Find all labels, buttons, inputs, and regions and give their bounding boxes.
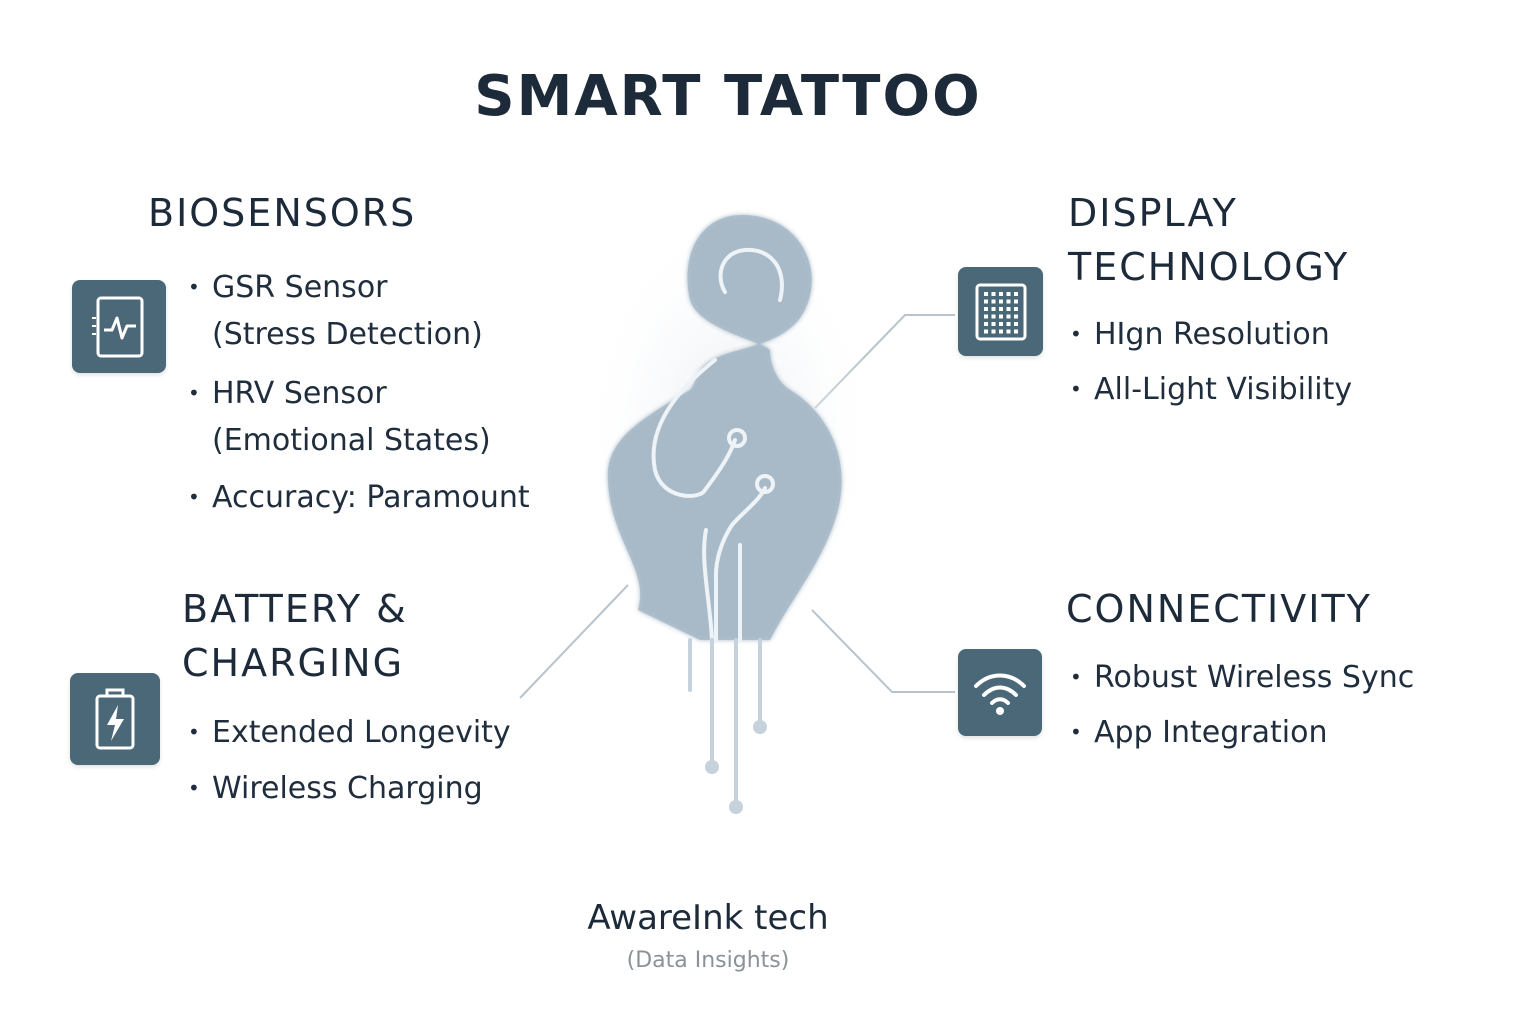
bullet-text: HIgn Resolution — [1094, 317, 1330, 352]
display-list: HIgn Resolution All-Light Visibility — [1070, 311, 1352, 413]
pixel-grid-display-icon — [958, 267, 1043, 356]
list-item: Extended Longevity — [188, 709, 511, 756]
list-item: All-Light Visibility — [1070, 366, 1352, 413]
list-item: Wireless Charging — [188, 765, 511, 812]
biosensors-list: GSR Sensor (Stress Detection) HRV Sensor… — [188, 264, 530, 521]
bullet-text: All-Light Visibility — [1094, 372, 1353, 407]
page-title: SMART TATTOO — [474, 64, 982, 129]
list-item: GSR Sensor (Stress Detection) — [188, 264, 530, 358]
bullet-subtext: (Emotional States) — [212, 423, 491, 458]
connector-connectivity — [811, 609, 955, 693]
bullet-text: HRV Sensor — [212, 376, 387, 411]
display-heading-line1: DISPLAY — [1068, 191, 1238, 235]
display-heading-line2: TECHNOLOGY — [1068, 245, 1350, 289]
connectivity-heading: CONNECTIVITY — [1066, 587, 1372, 631]
bullet-subtext: (Stress Detection) — [212, 317, 483, 352]
list-item: App Integration — [1070, 709, 1414, 756]
brand-subtitle: (Data Insights) — [626, 948, 790, 973]
bullet-text: Extended Longevity — [212, 715, 511, 750]
circuit-tattoo-icon — [580, 215, 880, 814]
bullet-text: App Integration — [1094, 715, 1328, 750]
heart-monitor-icon — [72, 280, 166, 373]
battery-list: Extended Longevity Wireless Charging — [188, 709, 511, 812]
list-item: Robust Wireless Sync — [1070, 654, 1414, 701]
battery-heading-line1: BATTERY & — [182, 587, 408, 631]
battery-heading-line2: CHARGING — [182, 641, 405, 685]
list-item: Accuracy: Paramount — [188, 474, 530, 521]
bullet-text: GSR Sensor — [212, 270, 388, 305]
connector-battery — [519, 584, 629, 699]
bullet-text: Accuracy: Paramount — [212, 480, 530, 515]
list-item: HRV Sensor (Emotional States) — [188, 370, 530, 464]
bullet-text: Wireless Charging — [212, 771, 483, 806]
list-item: HIgn Resolution — [1070, 311, 1352, 358]
battery-heading: BATTERY & CHARGING — [182, 582, 408, 690]
display-heading: DISPLAY TECHNOLOGY — [1068, 186, 1349, 294]
biosensors-heading: BIOSENSORS — [148, 191, 417, 235]
wifi-icon — [958, 649, 1042, 736]
battery-charging-icon — [70, 673, 160, 765]
connectivity-list: Robust Wireless Sync App Integration — [1070, 654, 1414, 756]
bullet-text: Robust Wireless Sync — [1094, 660, 1415, 695]
brand-name: AwareInk tech — [587, 898, 829, 938]
